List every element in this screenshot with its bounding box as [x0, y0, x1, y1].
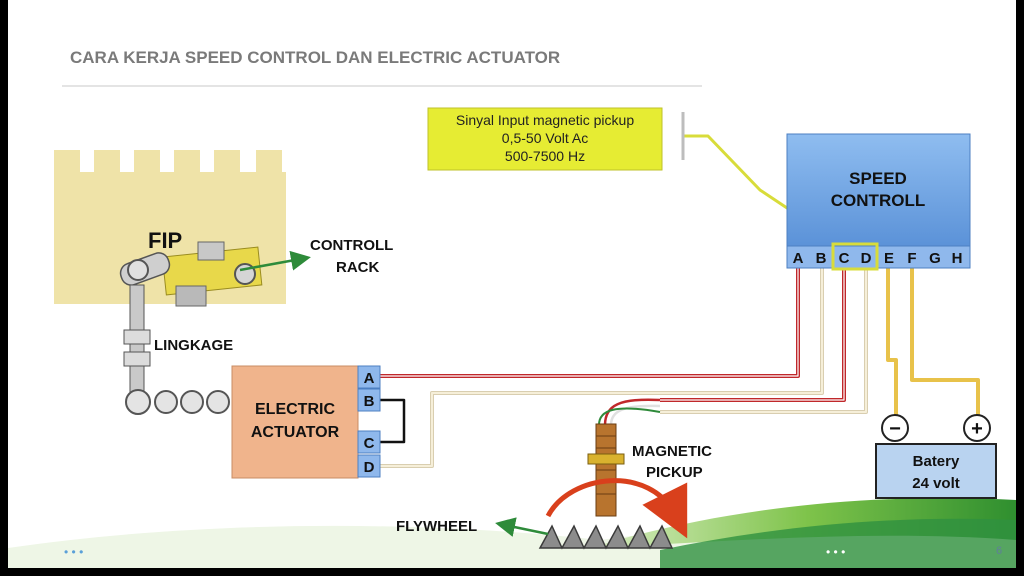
pickup-lead-red [603, 398, 661, 426]
speed-control-label-1: SPEED [849, 169, 907, 188]
bottom-dots-left: • • • [64, 545, 83, 559]
battery-label-1: Batery [913, 453, 960, 470]
wire-yellow-e [886, 268, 898, 420]
sc-terminal-h: H [952, 250, 963, 267]
battery-positive-terminal [963, 414, 991, 442]
page-number: 6 [996, 545, 1002, 557]
signal-line-3: 500-7500 Hz [505, 148, 585, 164]
control-rack-label-1: CONTROLL [310, 237, 393, 254]
battery-plus-symbol: + [971, 418, 983, 440]
signal-line-2: 0,5-50 Volt Ac [502, 130, 588, 146]
control-rack-pointer [239, 250, 311, 272]
wire-yellow-f [910, 268, 980, 420]
wire-red-c-highlight [660, 268, 845, 401]
battery-minus-symbol: − [889, 418, 901, 440]
sc-terminal-e: E [884, 250, 894, 267]
act-terminal-c: C [364, 435, 375, 452]
linkage-assembly [123, 284, 230, 415]
actuator-label-1: ELECTRIC [255, 401, 335, 418]
pickup-label-2: PICKUP [646, 464, 703, 481]
flywheel-pointer [495, 517, 549, 537]
wires [380, 134, 980, 468]
actuator-jumper-bc [380, 398, 406, 444]
sc-terminal-b: B [816, 250, 827, 267]
control-rack-label-2: RACK [336, 259, 379, 276]
slide-title: CARA KERJA SPEED CONTROL DAN ELECTRIC AC… [70, 48, 560, 67]
battery-negative-terminal [881, 414, 909, 442]
flywheel-rotation-arrow [545, 478, 688, 539]
act-terminal-b: B [364, 393, 375, 410]
speed-control-unit: SPEED CONTROLL A B C D E F G H [786, 133, 971, 271]
sc-terminal-d: D [861, 250, 872, 267]
pickup-lead-white [609, 404, 661, 426]
battery-label-2: 24 volt [912, 475, 960, 492]
flywheel-gear [538, 478, 688, 550]
sc-terminal-c: C [839, 250, 850, 267]
speed-control-label-2: CONTROLL [831, 191, 925, 210]
pickup-label-1: MAGNETIC [632, 443, 712, 460]
signal-line-1: Sinyal Input magnetic pickup [456, 112, 634, 128]
fip-label: FIP [148, 228, 182, 253]
sc-terminal-f: F [907, 250, 916, 267]
actuator-label-2: ACTUATOR [251, 424, 340, 441]
wire-cream-d-inner [660, 268, 867, 413]
actuator-terminals: A B C D [357, 365, 381, 478]
flywheel-label: FLYWHEEL [396, 518, 477, 535]
sc-terminal-cd-highlight [831, 242, 879, 271]
bottom-dots-right: • • • [826, 545, 845, 559]
speed-control-terminals: A B C D E F G H [786, 242, 971, 271]
wire-red-a-highlight [380, 268, 799, 377]
linkage-label: LINGKAGE [154, 337, 233, 354]
battery: Batery 24 volt − + [875, 414, 997, 499]
electric-actuator: ELECTRIC ACTUATOR A B C D [231, 365, 381, 479]
sc-terminal-a: A [793, 250, 804, 267]
act-terminal-d: D [364, 459, 375, 476]
fuel-injection-pump: FIP [54, 150, 286, 307]
signal-info-box: Sinyal Input magnetic pickup 0,5-50 Volt… [427, 107, 685, 171]
act-terminal-a: A [364, 370, 375, 387]
sc-terminal-g: G [929, 250, 941, 267]
wire-cream-b-inner [380, 268, 823, 467]
pickup-lead-green [598, 407, 661, 426]
